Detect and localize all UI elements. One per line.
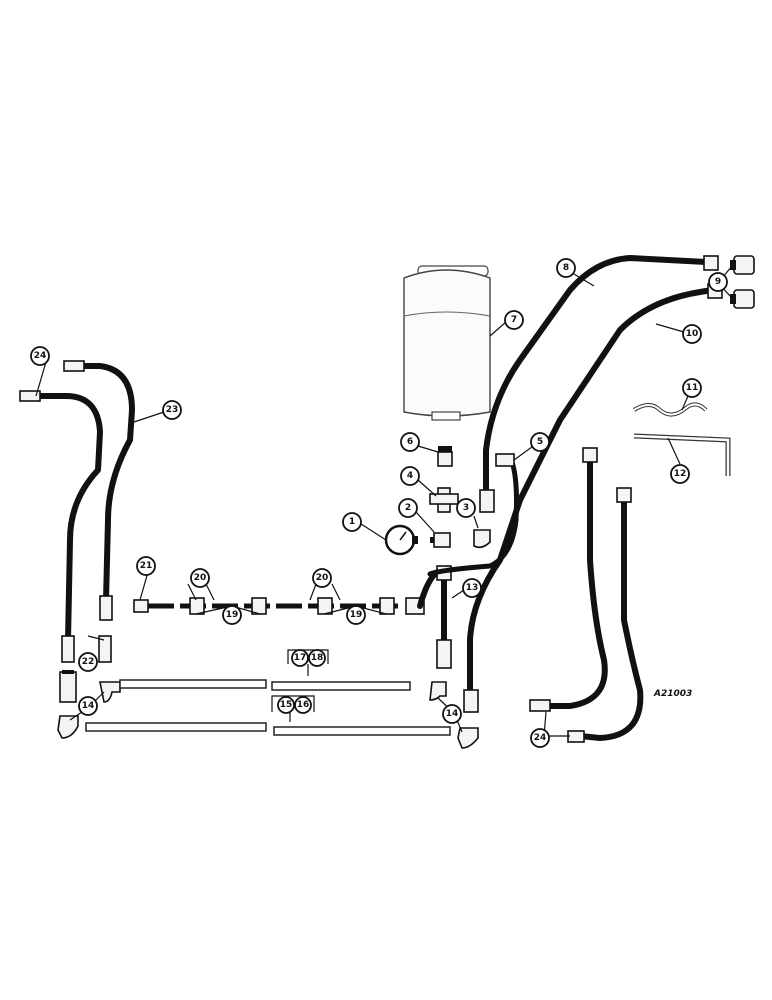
- hose-24-right-b: [567, 487, 644, 743]
- svg-text:8: 8: [563, 263, 569, 273]
- callout-20-right: 20: [312, 568, 332, 588]
- callout-16: 16: [294, 696, 312, 714]
- svg-text:2: 2: [405, 503, 411, 513]
- callout-14-right: 14: [442, 704, 462, 724]
- tee-fitting-2: [430, 532, 451, 548]
- svg-text:5: 5: [537, 437, 543, 447]
- svg-text:20: 20: [316, 573, 329, 583]
- wrench-12: [633, 433, 731, 476]
- svg-text:14: 14: [446, 709, 459, 719]
- svg-text:18: 18: [311, 653, 324, 663]
- callout-24-right: 24: [530, 728, 550, 748]
- callout-17: 17: [291, 649, 309, 667]
- manifold-assembly: [133, 597, 425, 615]
- quick-coupler-9: [730, 255, 755, 309]
- pressure-gauge: [384, 524, 418, 556]
- callout-19-left: 19: [222, 605, 242, 625]
- svg-text:15: 15: [280, 700, 293, 710]
- elbow-3: [473, 529, 491, 549]
- svg-text:19: 19: [226, 610, 239, 620]
- valve-6: [437, 446, 453, 467]
- svg-text:11: 11: [686, 383, 699, 393]
- svg-text:19: 19: [350, 610, 363, 620]
- callout-18: 18: [308, 649, 326, 667]
- svg-text:9: 9: [715, 277, 721, 287]
- bracket-11: [632, 402, 708, 417]
- callout-15: 15: [277, 696, 295, 714]
- elbow-14-right: [429, 681, 479, 749]
- svg-text:24: 24: [34, 351, 47, 361]
- nipple-22: [59, 635, 112, 703]
- callout-21: 21: [136, 556, 156, 576]
- pipe-15-16-left: [85, 722, 267, 732]
- callout-23: 23: [162, 400, 182, 420]
- svg-text:1: 1: [349, 517, 355, 527]
- reservoir-tank: [403, 265, 491, 421]
- callout-19-right: 19: [346, 605, 366, 625]
- callout-5: 5: [530, 432, 550, 452]
- callout-14-left: 14: [78, 696, 98, 716]
- callout-22: 22: [78, 652, 98, 672]
- hose-5: [427, 453, 519, 577]
- svg-text:4: 4: [407, 471, 413, 481]
- callout-10: 10: [682, 324, 702, 344]
- svg-text:13: 13: [466, 583, 479, 593]
- hose-24-right-a: [529, 447, 608, 712]
- elbow-14-left: [57, 681, 121, 739]
- drawing-number: A21003: [653, 689, 692, 699]
- callout-6: 6: [400, 432, 420, 452]
- svg-text:3: 3: [463, 503, 469, 513]
- svg-text:20: 20: [194, 573, 207, 583]
- cross-fitting-4: [429, 487, 459, 513]
- callout-12: 12: [670, 464, 690, 484]
- svg-text:16: 16: [297, 700, 310, 710]
- svg-text:21: 21: [140, 561, 153, 571]
- hose-24-left: [19, 390, 103, 663]
- pipe-17-18-left: [119, 679, 267, 689]
- callout-3: 3: [456, 498, 476, 518]
- hose-23: [63, 360, 135, 621]
- callout-13: 13: [462, 578, 482, 598]
- callout-24-left: 24: [30, 346, 50, 366]
- callout-20-left: 20: [190, 568, 210, 588]
- callout-4: 4: [400, 466, 420, 486]
- svg-text:14: 14: [82, 701, 95, 711]
- callout-2: 2: [398, 498, 418, 518]
- pipe-17-18-right: [271, 681, 411, 691]
- bracket-box-17-18: [287, 649, 329, 676]
- hose-13: [417, 565, 452, 669]
- svg-text:22: 22: [82, 657, 95, 667]
- bracket-box-15-16: [271, 695, 315, 722]
- callout-9: 9: [708, 272, 728, 292]
- svg-text:24: 24: [534, 733, 547, 743]
- pipe-15-16-right: [273, 726, 451, 736]
- hose-8: [479, 255, 719, 513]
- svg-text:6: 6: [407, 437, 413, 447]
- svg-text:23: 23: [166, 405, 179, 415]
- svg-text:7: 7: [511, 315, 517, 325]
- callout-8: 8: [556, 258, 576, 278]
- svg-text:10: 10: [686, 329, 699, 339]
- svg-text:17: 17: [294, 653, 307, 663]
- callout-11: 11: [682, 378, 702, 398]
- callout-7: 7: [504, 310, 524, 330]
- callout-1: 1: [342, 512, 362, 532]
- svg-text:12: 12: [674, 469, 687, 479]
